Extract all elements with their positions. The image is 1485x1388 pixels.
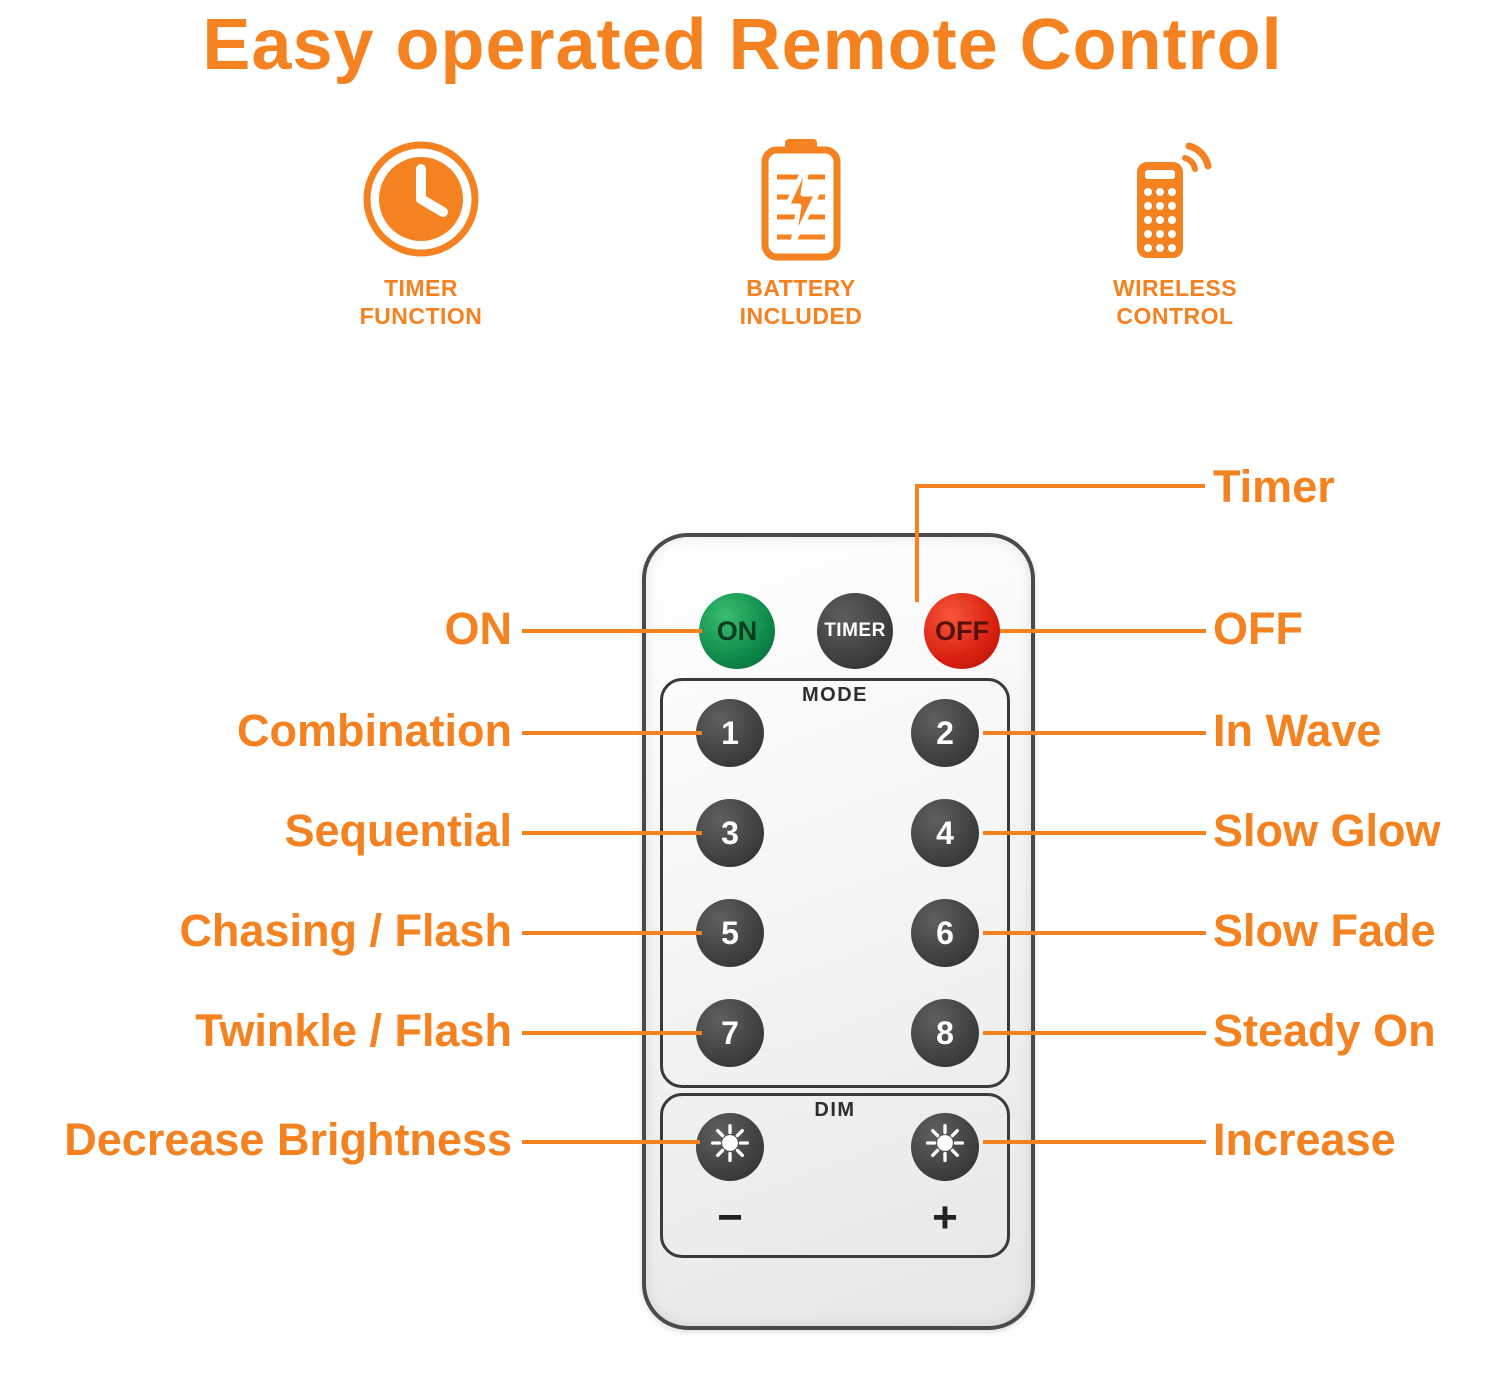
dim-increase-button[interactable] [911, 1113, 979, 1181]
feature-timer-function: TIMER FUNCTION [271, 136, 571, 330]
mode-section: MODE 1 2 3 4 5 6 7 8 [660, 678, 1010, 1088]
feature-label-line: WIRELESS [1112, 275, 1238, 301]
wireless-remote-icon [1123, 136, 1227, 262]
callout-off: OFF [1213, 603, 1303, 654]
callout-slow-glow: Slow Glow [1213, 805, 1441, 856]
mode-button-label: 8 [936, 1014, 954, 1051]
timer-clock-icon [363, 136, 479, 262]
dim-decrease-button[interactable] [696, 1113, 764, 1181]
page-title: Easy operated Remote Control [202, 5, 1283, 85]
mode-button-4[interactable]: 4 [911, 799, 979, 867]
mode-button-label: 5 [721, 914, 739, 951]
feature-battery-included: BATTERY INCLUDED [651, 136, 951, 330]
remote-timer-button[interactable]: TIMER [817, 593, 893, 669]
remote-on-button[interactable]: ON [699, 593, 775, 669]
dim-minus-sign: − [717, 1193, 743, 1242]
callout-combination: Combination [237, 705, 512, 756]
remote-off-button[interactable]: OFF [924, 593, 1000, 669]
callout-increase: Increase [1213, 1114, 1396, 1165]
brightness-sun-icon [924, 1122, 966, 1172]
callout-on: ON [444, 603, 513, 654]
mode-button-label: 6 [936, 914, 954, 951]
battery-icon [756, 136, 846, 262]
mode-section-label: MODE [802, 684, 868, 706]
mode-button-2[interactable]: 2 [911, 699, 979, 767]
callout-twinkle-flash: Twinkle / Flash [195, 1005, 512, 1056]
leader-line-sequential [522, 831, 702, 835]
feature-label-line: BATTERY [746, 275, 856, 301]
brightness-sun-icon [709, 1122, 751, 1172]
callout-steady-on: Steady On [1213, 1005, 1436, 1056]
leader-line-twinkle-flash [522, 1031, 702, 1035]
leader-line-chasing-flash [522, 931, 702, 935]
mode-button-6[interactable]: 6 [911, 899, 979, 967]
mode-button-5[interactable]: 5 [696, 899, 764, 967]
mode-button-7[interactable]: 7 [696, 999, 764, 1067]
leader-line-timer-vertical [915, 486, 919, 602]
dim-section: DIM [660, 1093, 1010, 1258]
mode-button-label: 7 [721, 1014, 739, 1051]
mode-button-8[interactable]: 8 [911, 999, 979, 1067]
dim-section-label: DIM [814, 1099, 856, 1121]
leader-line-decrease-brightness [522, 1140, 700, 1144]
feature-wireless-control: WIRELESS CONTROL [1025, 136, 1325, 330]
mode-button-label: 2 [936, 714, 954, 751]
mode-button-label: 3 [721, 814, 739, 851]
leader-line-on [522, 629, 702, 633]
remote-on-label: ON [716, 615, 758, 646]
callout-timer: Timer [1213, 461, 1335, 512]
leader-line-slow-fade [983, 931, 1206, 935]
dim-plus-sign: + [932, 1193, 958, 1242]
feature-label-line: INCLUDED [739, 303, 863, 330]
leader-line-increase [983, 1140, 1206, 1144]
callout-in-wave: In Wave [1213, 705, 1382, 756]
remote-off-label: OFF [935, 615, 989, 646]
feature-label-line: FUNCTION [359, 303, 483, 330]
callout-decrease-brightness: Decrease Brightness [64, 1114, 512, 1165]
leader-line-timer-horizontal [915, 484, 1205, 488]
mode-button-label: 4 [936, 814, 954, 851]
leader-line-off [1000, 629, 1206, 633]
mode-button-label: 1 [721, 714, 739, 751]
callout-sequential: Sequential [284, 805, 512, 856]
leader-line-steady-on [983, 1031, 1206, 1035]
remote-control: ON TIMER OFF MODE 1 2 3 4 5 6 7 8 DIM [642, 533, 1035, 1330]
leader-line-slow-glow [983, 831, 1206, 835]
mode-button-3[interactable]: 3 [696, 799, 764, 867]
callout-slow-fade: Slow Fade [1213, 905, 1436, 956]
feature-label-line: TIMER [383, 275, 459, 301]
callout-chasing-flash: Chasing / Flash [179, 905, 512, 956]
feature-label-line: CONTROL [1116, 303, 1234, 330]
leader-line-combination [522, 731, 702, 735]
remote-timer-label: TIMER [824, 620, 886, 641]
mode-button-1[interactable]: 1 [696, 699, 764, 767]
leader-line-in-wave [983, 731, 1206, 735]
